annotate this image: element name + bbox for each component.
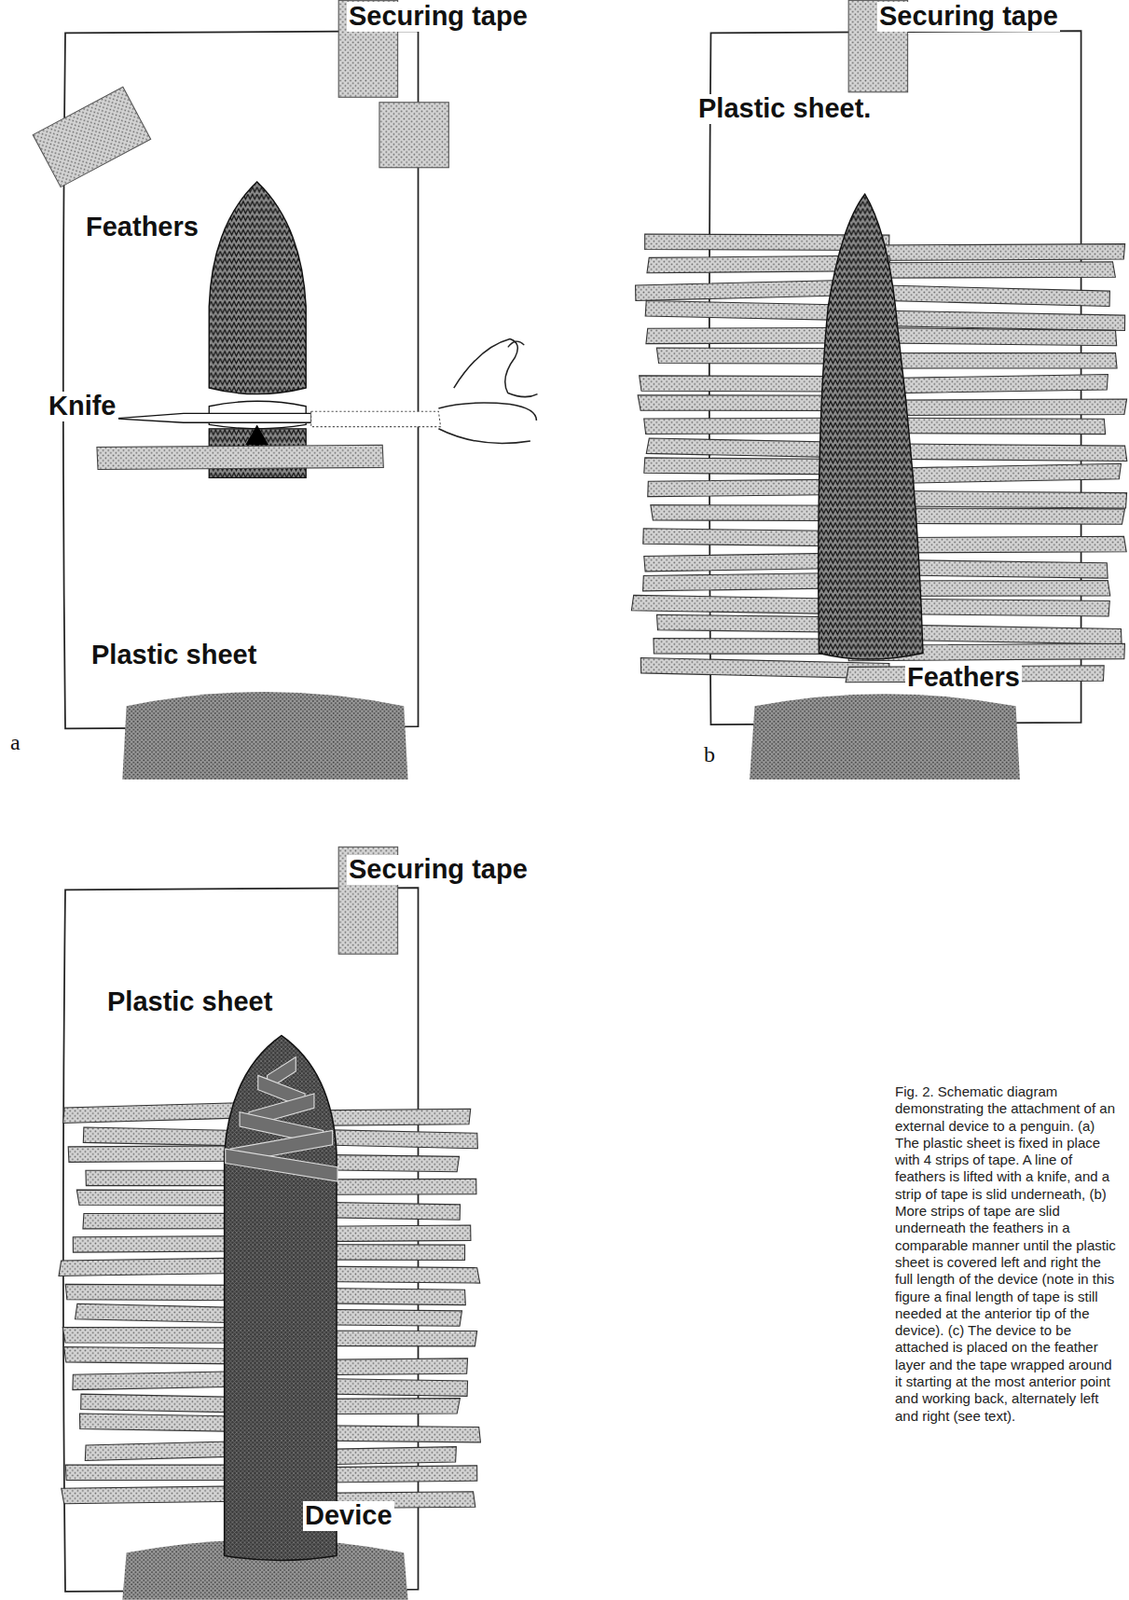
feathers xyxy=(208,181,306,395)
part-label: Device xyxy=(302,1500,395,1531)
securing-tape xyxy=(379,102,449,168)
figure-caption: Fig. 2. Schematic diagram demonstrating … xyxy=(894,1083,1122,1425)
part-label: Feathers xyxy=(905,662,1022,693)
tape-wrap xyxy=(225,1148,338,1182)
hand xyxy=(438,339,537,444)
panel-a xyxy=(32,0,537,780)
part-label: Securing tape xyxy=(877,1,1061,32)
securing-tape xyxy=(32,86,151,187)
part-label: Plastic sheet xyxy=(89,640,259,671)
panel-label: b xyxy=(702,742,717,767)
part-label: Feathers xyxy=(83,212,201,243)
securing-tape xyxy=(122,691,408,780)
part-label: Knife xyxy=(46,391,119,422)
part-label: Securing tape xyxy=(346,854,530,885)
tape-wraps xyxy=(225,1057,338,1182)
panel-b xyxy=(631,0,1127,780)
part-label: Securing tape xyxy=(346,1,530,32)
part-label: Plastic sheet xyxy=(105,987,275,1018)
hand xyxy=(508,341,525,347)
feathers xyxy=(818,193,923,660)
panel-c xyxy=(58,846,481,1599)
knife-blade xyxy=(114,413,312,423)
panel-label: a xyxy=(8,729,23,755)
part-label: Plastic sheet. xyxy=(696,94,873,124)
knife-handle xyxy=(311,411,441,427)
device xyxy=(224,1035,337,1561)
securing-tape xyxy=(749,693,1020,780)
tape-strip xyxy=(96,444,384,469)
